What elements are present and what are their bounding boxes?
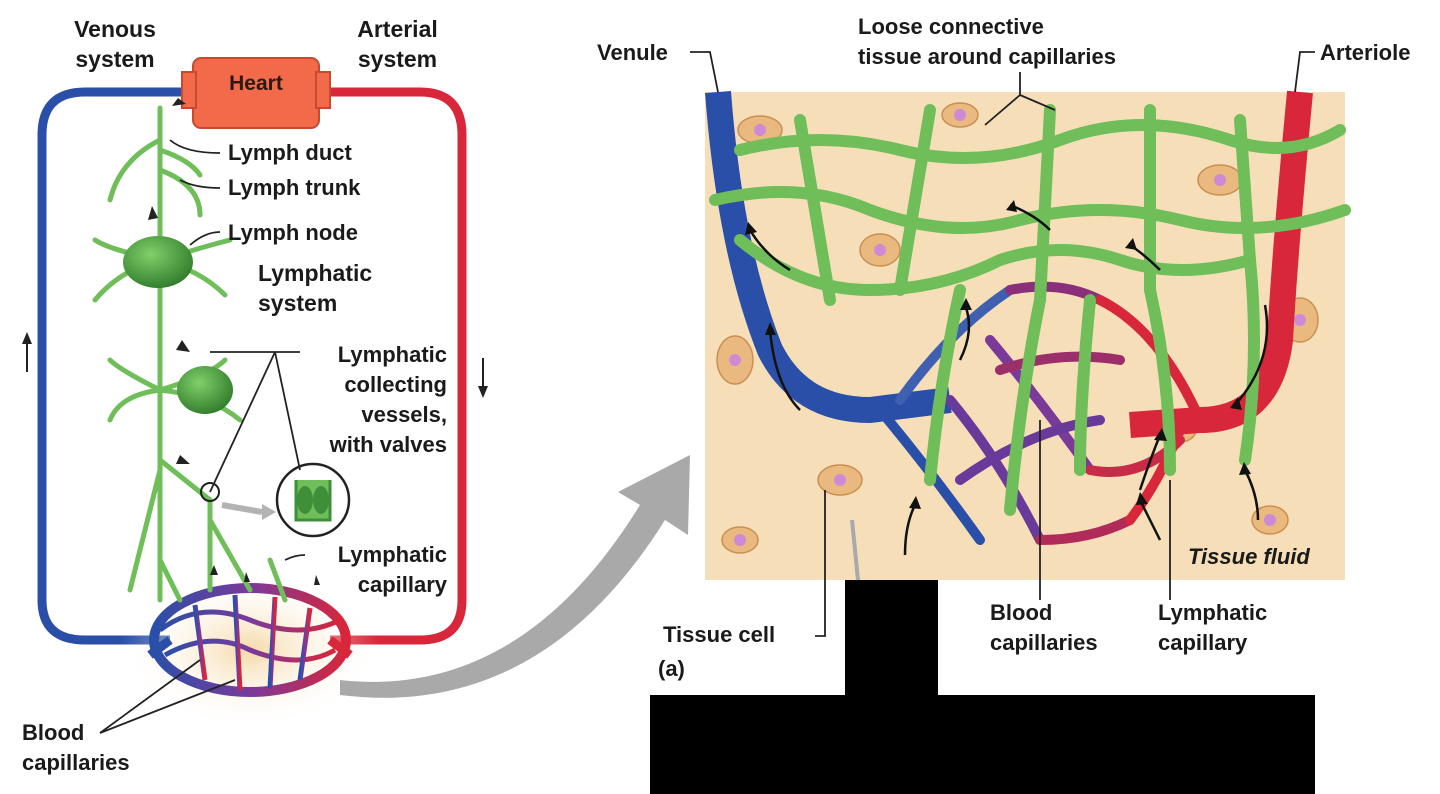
blood-capillaries-right-label: Blood capillaries — [990, 600, 1098, 655]
tissue-fluid-label: Tissue fluid — [1188, 544, 1310, 569]
flow-arrows-right — [748, 203, 1269, 556]
lymphatic-capillary-left-label: Lymphatic capillary — [337, 542, 447, 597]
arterial-loop — [310, 87, 467, 645]
lymph-trunk-label: Lymph trunk — [228, 175, 361, 200]
blood-capillary-network — [875, 281, 1205, 545]
arteriole-label: Arteriole — [1320, 40, 1411, 65]
venous-system-label: Venous system — [74, 16, 156, 72]
panel-a-label: (a) — [658, 656, 685, 681]
loose-connective-label: Loose connective tissue around capillari… — [858, 14, 1116, 69]
lymph-duct-label: Lymph duct — [228, 140, 352, 165]
valve-spot — [200, 482, 220, 502]
venule-vessel — [705, 91, 952, 424]
tissue-cell-label: Tissue cell — [663, 622, 776, 647]
arteriole-vessel — [1129, 90, 1313, 438]
zoom-arrow — [340, 455, 690, 698]
lymphatic-system-label: Lymphatic system — [258, 260, 373, 316]
cell-nuclei — [729, 109, 1306, 546]
venous-loop — [37, 87, 200, 645]
lymph-node-upper — [123, 236, 193, 288]
right-panel — [650, 51, 1351, 794]
lymphatic-capillary-right-label: Lymphatic capillary — [1158, 600, 1268, 655]
left-panel — [22, 57, 690, 734]
lymph-node-lower — [177, 366, 233, 414]
lymph-node-label: Lymph node — [228, 220, 358, 245]
blood-capillaries-left-label: Blood capillaries — [22, 720, 130, 775]
venule-label: Venule — [597, 40, 668, 65]
flow-arrows-left — [22, 98, 488, 585]
left-leader-lines — [99, 139, 306, 734]
right-leader-lines — [690, 51, 1315, 637]
heart-label: Heart — [229, 72, 283, 95]
arterial-system-label: Arterial system — [357, 16, 438, 72]
redaction-block — [650, 580, 1315, 794]
lymphatic-network — [709, 104, 1351, 516]
lymphatic-collecting-label: Lymphatic collecting vessels, with valve… — [329, 342, 447, 457]
